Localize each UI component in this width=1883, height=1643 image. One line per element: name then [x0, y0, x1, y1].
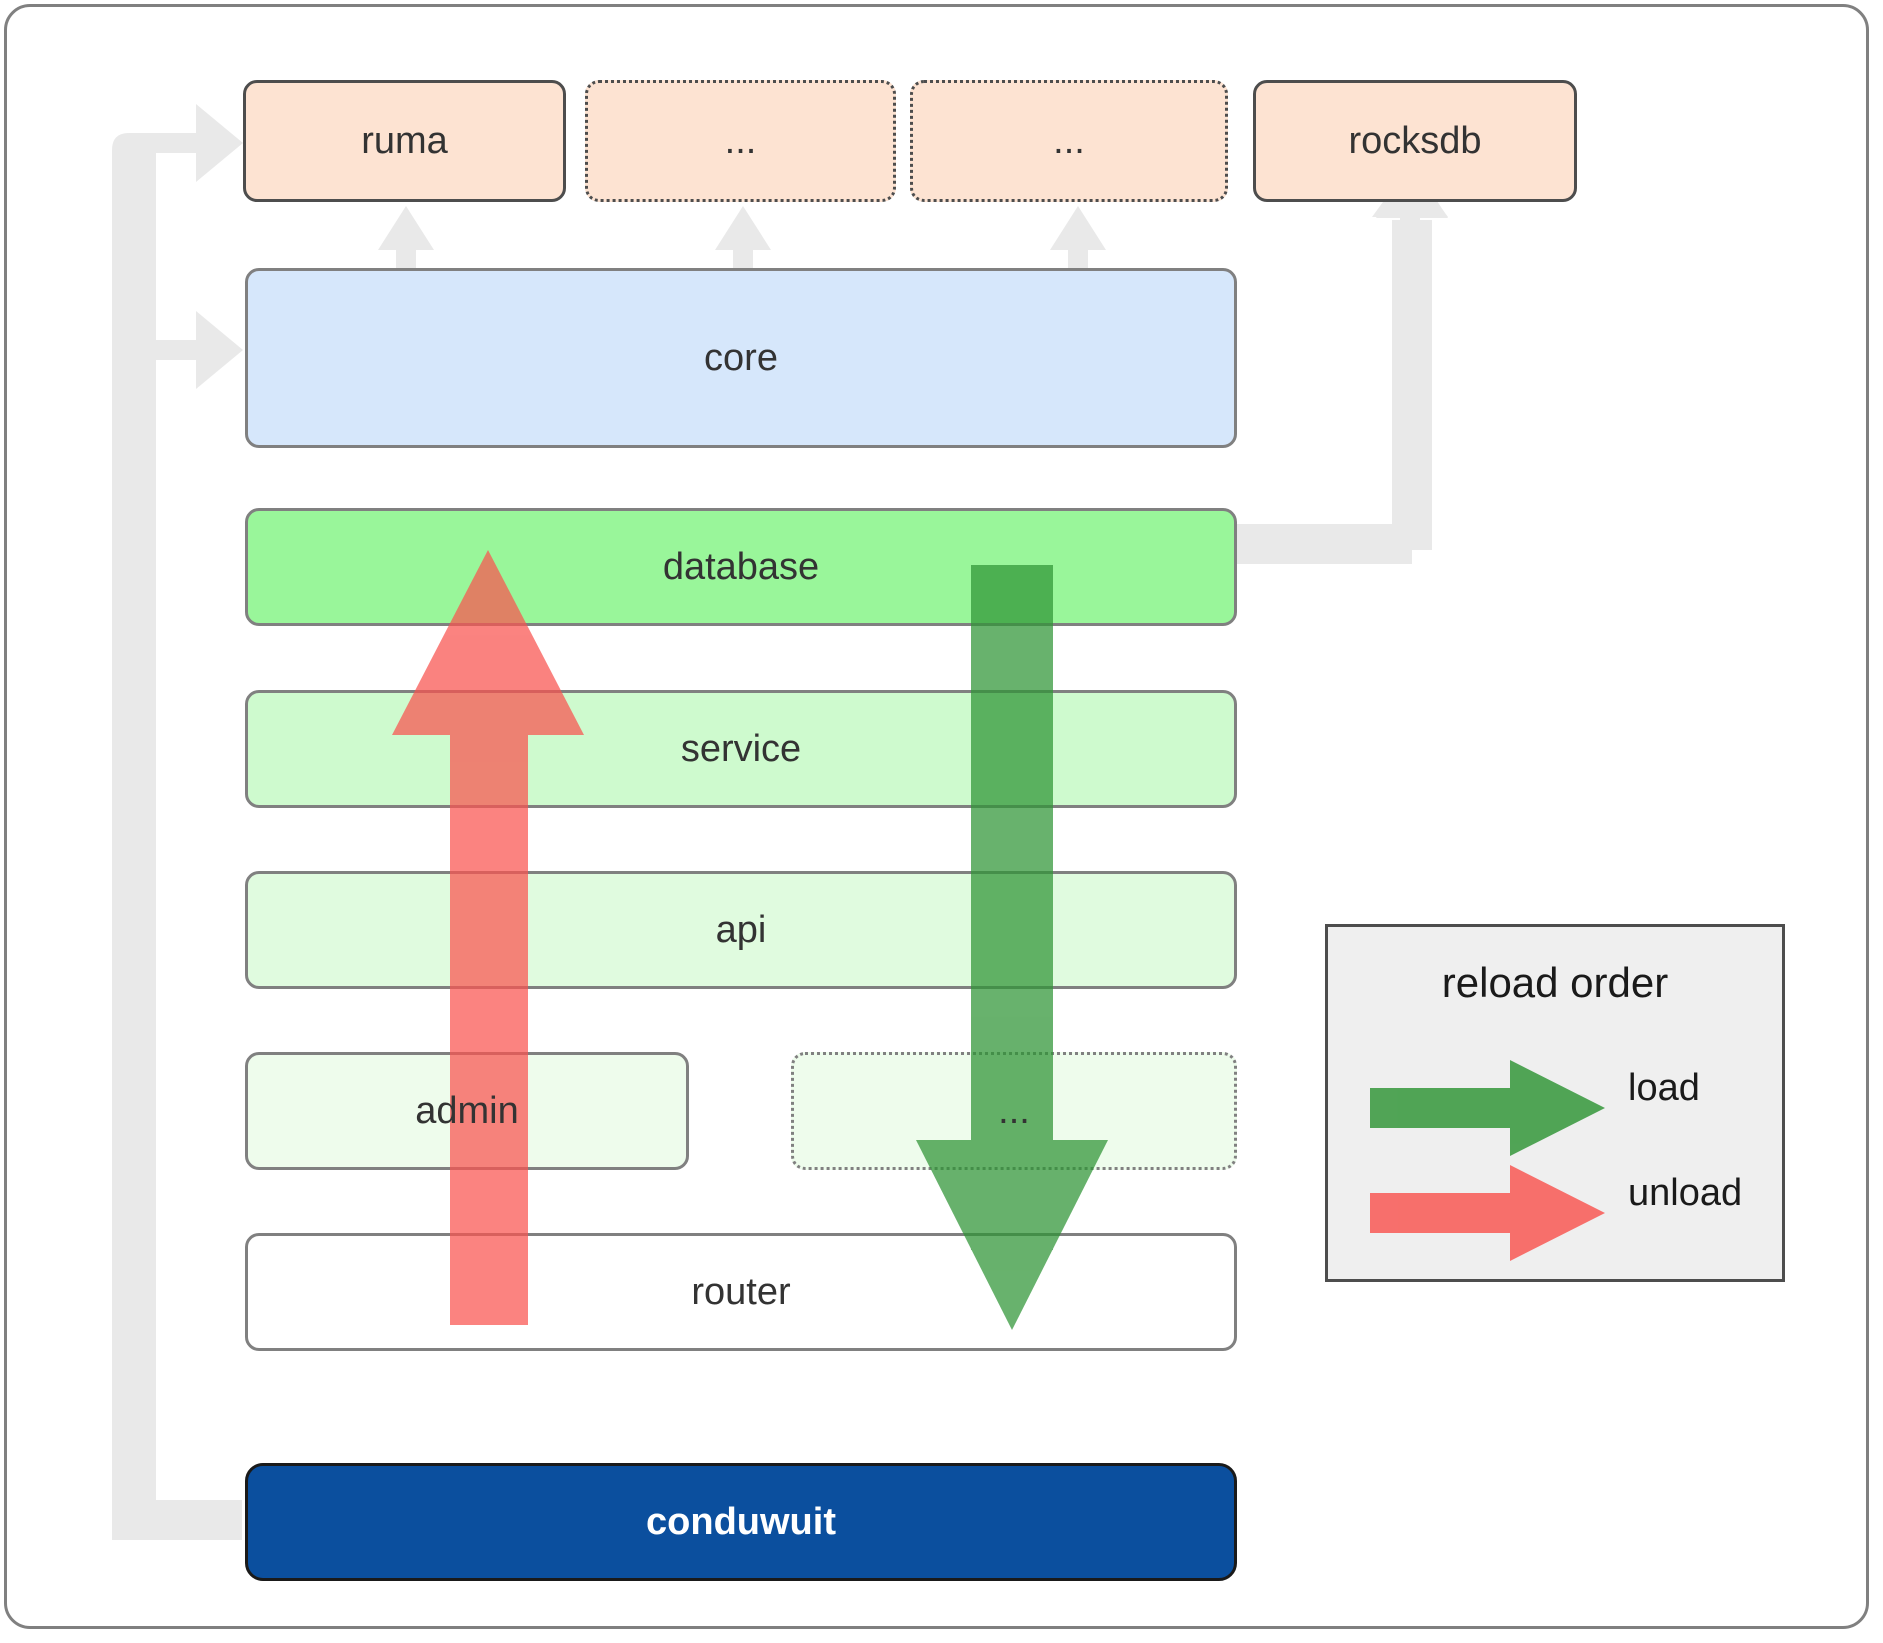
legend-panel: reload order load unload [1325, 924, 1785, 1282]
node-core-label: core [704, 336, 778, 379]
node-router-label: router [691, 1270, 791, 1313]
node-ruma-label: ruma [361, 119, 448, 162]
node-service-label: service [680, 727, 802, 770]
legend-unload-label: unload [1628, 1172, 1743, 1214]
node-ruma[interactable]: ruma [243, 80, 566, 202]
node-conduwuit-label: conduwuit [646, 1500, 836, 1543]
node-admin[interactable]: admin [245, 1052, 689, 1170]
node-dep-3-label: ... [1053, 119, 1085, 162]
node-database[interactable]: database [245, 508, 1237, 626]
node-dep-2-label: ... [724, 119, 757, 162]
node-conduwuit[interactable]: conduwuit [245, 1463, 1237, 1581]
node-admin-label: admin [415, 1089, 519, 1132]
node-dep-3[interactable]: ... [910, 80, 1228, 202]
diagram-outer-frame [4, 4, 1869, 1629]
node-extra[interactable]: ... [791, 1052, 1237, 1170]
node-api[interactable]: api [245, 871, 1237, 989]
legend-load-label: load [1628, 1067, 1700, 1109]
node-extra-label: ... [998, 1089, 1030, 1132]
node-api-label: api [715, 908, 767, 951]
node-core[interactable]: core [245, 268, 1237, 448]
node-database-label: database [662, 545, 820, 588]
node-router[interactable]: router [245, 1233, 1237, 1351]
legend-title: reload order [1441, 959, 1669, 1006]
node-rocksdb[interactable]: rocksdb [1253, 80, 1577, 202]
legend-load-arrow [1370, 1060, 1605, 1156]
node-dep-2[interactable]: ... [585, 80, 896, 202]
legend-unload-arrow [1370, 1165, 1605, 1261]
node-rocksdb-label: rocksdb [1348, 119, 1482, 162]
node-service[interactable]: service [245, 690, 1237, 808]
